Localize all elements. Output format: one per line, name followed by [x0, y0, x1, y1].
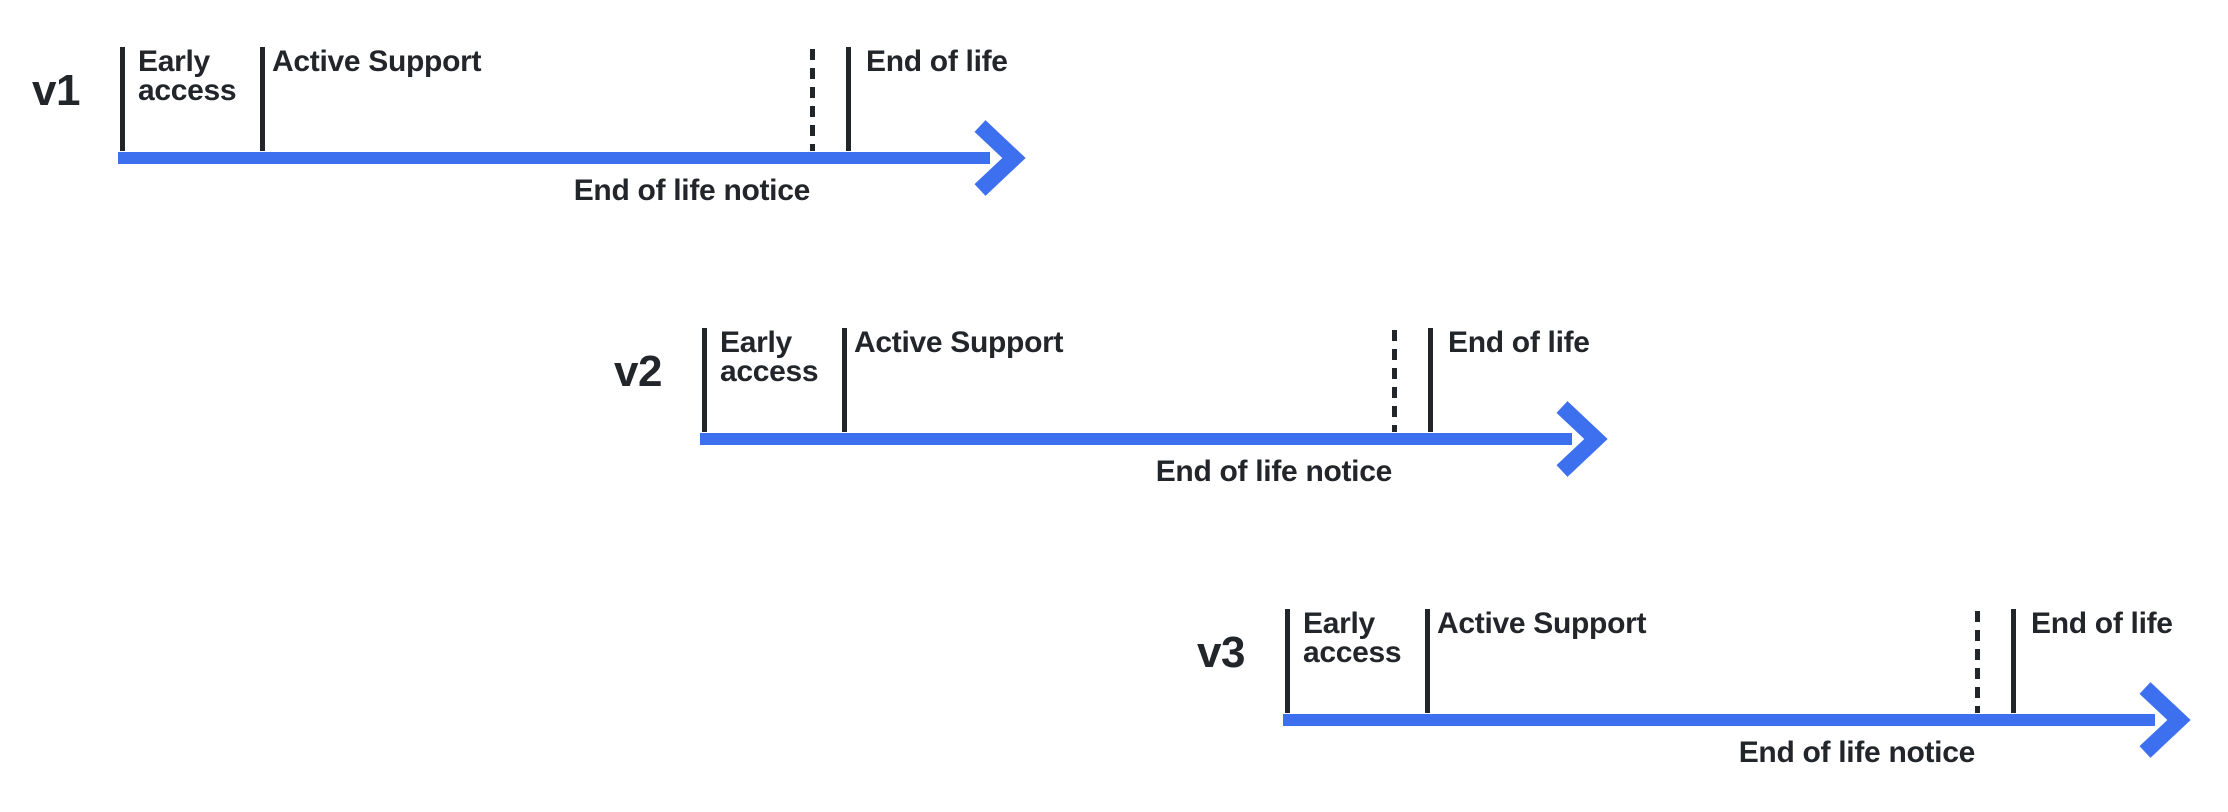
- phase-label-active-support: Active Support: [1437, 607, 1647, 640]
- version-label: v1: [32, 66, 80, 115]
- timeline-arrow-head: [1556, 401, 1608, 477]
- phase-label-early-access: Early access: [138, 45, 237, 107]
- eol-notice-label: End of life notice: [573, 174, 811, 207]
- timeline-v2: v2 Early access Active Support End of li…: [614, 326, 1642, 508]
- timeline-arrow-head: [974, 120, 1026, 196]
- phase-label-early-access: Early access: [1303, 607, 1402, 669]
- phase-label-end-of-life: End of life: [866, 45, 1008, 78]
- timeline-v1: v1 Early access Active Support End of li…: [32, 45, 1060, 227]
- timeline-graphic: [1283, 609, 2191, 758]
- phase-label-end-of-life: End of life: [1448, 326, 1590, 359]
- timeline-arrow-head: [2139, 682, 2191, 758]
- phase-label-early-access: Early access: [720, 326, 819, 388]
- timeline-v3: v3 Early access Active Support End of li…: [1197, 607, 2225, 789]
- eol-notice-label: End of life notice: [1155, 455, 1393, 488]
- eol-notice-label: End of life notice: [1738, 736, 1976, 769]
- phase-label-end-of-life: End of life: [2031, 607, 2173, 640]
- version-label: v3: [1197, 628, 1245, 677]
- phase-label-active-support: Active Support: [854, 326, 1064, 359]
- timeline-graphic: [118, 47, 1026, 196]
- phase-label-active-support: Active Support: [272, 45, 482, 78]
- version-label: v2: [614, 347, 662, 396]
- timeline-graphic: [700, 328, 1608, 477]
